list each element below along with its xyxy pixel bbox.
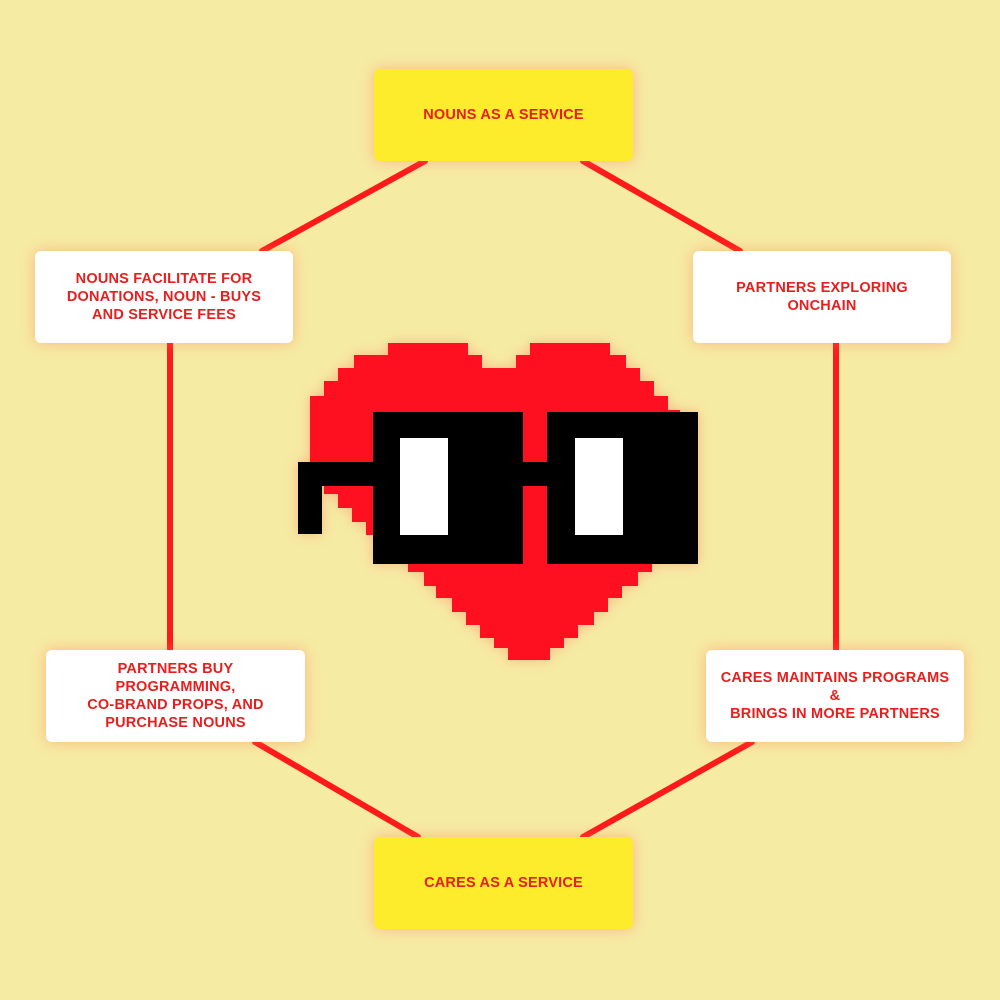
node-nouns-facilitate: NOUNS FACILITATE FOR DONATIONS, NOUN - B… <box>35 251 293 343</box>
connector-lower-right-to-bottom <box>580 739 755 840</box>
glasses-temple <box>298 486 322 534</box>
node-cares-maintains-programs: CARES MAINTAINS PROGRAMS & BRINGS IN MOR… <box>706 650 964 742</box>
node-cares-as-a-service: CARES AS A SERVICE <box>374 837 633 929</box>
glasses-bridge <box>523 462 547 486</box>
left-eye-highlight <box>400 438 448 535</box>
connector-bottom-to-lower-left <box>252 739 421 840</box>
node-partners-exploring-onchain: PARTNERS EXPLORING ONCHAIN <box>693 251 951 343</box>
connector-top-to-upper-right <box>580 158 743 254</box>
node-nouns-as-a-service: NOUNS AS A SERVICE <box>374 69 633 161</box>
glasses-arm <box>298 462 373 486</box>
node-partners-buy-programming: PARTNERS BUY PROGRAMMING, CO-BRAND PROPS… <box>46 650 305 742</box>
noggles-glasses-icon <box>298 412 698 564</box>
right-eye-highlight <box>575 438 623 535</box>
connector-upper-left-to-top <box>259 158 428 254</box>
